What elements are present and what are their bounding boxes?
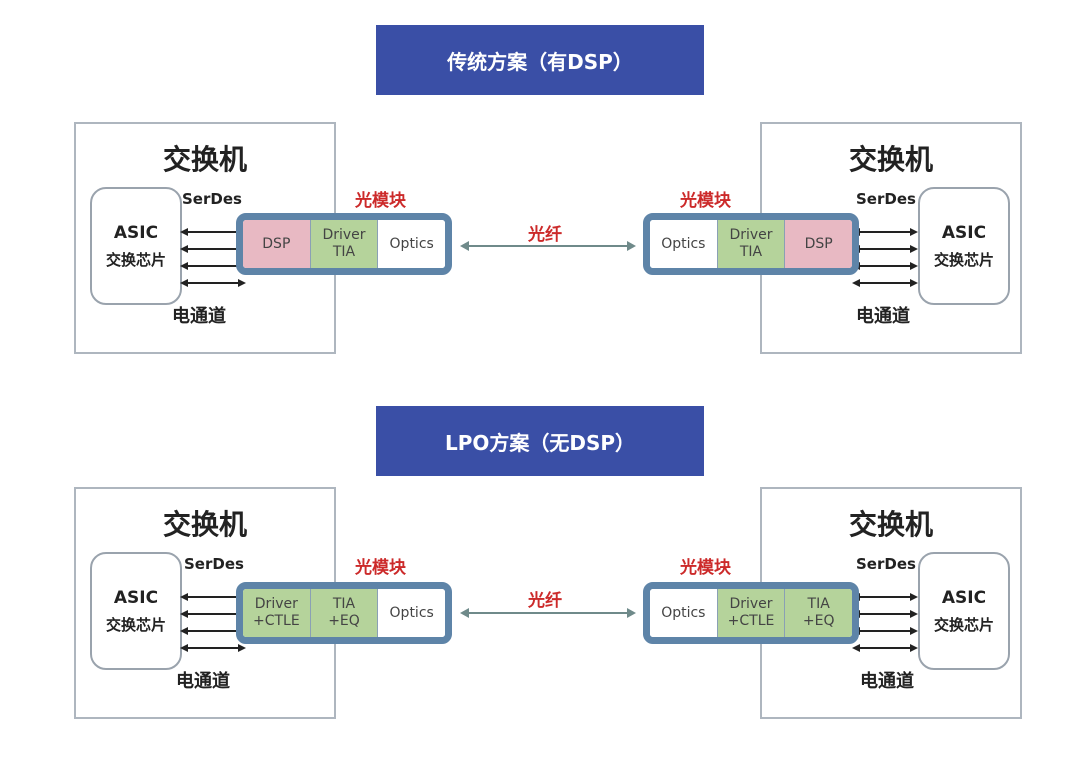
serdes-lanes — [852, 593, 918, 652]
asic-chip: ASIC 交换芯片 — [918, 552, 1010, 670]
module-block-text: TIA — [332, 244, 356, 260]
electrical-channel-label: 电通道 — [172, 306, 226, 327]
optical-module-label: 光模块 — [680, 558, 731, 578]
asic-label: ASIC — [113, 222, 159, 243]
module-block-optics: Optics — [378, 589, 445, 637]
asic-sublabel: 交换芯片 — [105, 250, 166, 269]
electrical-channel-label: 电通道 — [176, 671, 230, 692]
serdes-lane-arrow — [852, 279, 918, 287]
serdes-label: SerDes — [856, 190, 916, 208]
serdes-lane-arrow — [852, 262, 918, 270]
serdes-lane-arrow — [852, 627, 918, 635]
module-block-driver-ctle: Driver+CTLE — [717, 589, 786, 637]
serdes-lane-arrow — [852, 644, 918, 652]
module-block-text: Driver — [729, 227, 773, 243]
module-block-text: TIA — [332, 596, 356, 612]
serdes-lane-arrow — [852, 245, 918, 253]
module-block-text: Optics — [661, 604, 706, 621]
fiber-label: 光纤 — [528, 225, 562, 245]
asic-label: ASIC — [941, 222, 987, 243]
serdes-lane-arrow — [180, 279, 246, 287]
module-block-text: +EQ — [328, 613, 360, 629]
asic-sublabel: 交换芯片 — [933, 615, 994, 634]
arrowhead-right-icon — [627, 608, 636, 618]
asic-chip: ASIC 交换芯片 — [90, 187, 182, 305]
module-block-text: +CTLE — [252, 613, 300, 629]
module-block-text: Driver — [254, 596, 298, 612]
optical-module-label: 光模块 — [355, 558, 406, 578]
serdes-lane-arrow — [180, 644, 246, 652]
optical-module-label: 光模块 — [355, 191, 406, 211]
asic-chip: ASIC 交换芯片 — [90, 552, 182, 670]
asic-sublabel: 交换芯片 — [933, 250, 994, 269]
switch-title: 交换机 — [162, 143, 247, 176]
fiber-link-arrow — [460, 241, 636, 251]
electrical-channel-label: 电通道 — [860, 671, 914, 692]
module-block-text: +EQ — [802, 613, 835, 629]
section-title-lpo: LPO方案（无DSP） — [376, 406, 704, 476]
module-block-text: +CTLE — [727, 613, 775, 629]
module-block-dsp: DSP — [785, 220, 852, 268]
module-block-text: Optics — [389, 604, 434, 621]
module-block-text: Optics — [661, 235, 706, 252]
switch-title: 交换机 — [848, 143, 933, 176]
module-block-tia-eq: TIA+EQ — [310, 589, 379, 637]
module-block-text: Driver — [322, 227, 366, 243]
module-block-text: DSP — [262, 235, 291, 252]
module-block-optics: Optics — [378, 220, 445, 268]
electrical-channel-label: 电通道 — [856, 306, 910, 327]
module-block-text: DSP — [804, 235, 833, 252]
fiber-link-arrow — [460, 608, 636, 618]
serdes-lanes — [852, 228, 918, 287]
section-title-traditional: 传统方案（有DSP） — [376, 25, 704, 95]
serdes-label: SerDes — [184, 555, 244, 573]
asic-chip: ASIC 交换芯片 — [918, 187, 1010, 305]
switch-title: 交换机 — [848, 508, 933, 541]
serdes-lane-arrow — [852, 228, 918, 236]
module-block-dsp: DSP — [243, 220, 311, 268]
switch-title: 交换机 — [162, 508, 247, 541]
module-block-tia-eq: TIA+EQ — [785, 589, 852, 637]
arrowhead-right-icon — [627, 241, 636, 251]
arrowhead-left-icon — [460, 608, 469, 618]
asic-label: ASIC — [113, 587, 159, 608]
asic-sublabel: 交换芯片 — [105, 615, 166, 634]
module-block-optics: Optics — [650, 220, 718, 268]
module-block-text: TIA — [807, 596, 830, 612]
fiber-label: 光纤 — [528, 591, 562, 611]
module-block-driver-ctle: Driver+CTLE — [243, 589, 311, 637]
module-block-text: Optics — [389, 235, 434, 252]
arrowhead-left-icon — [460, 241, 469, 251]
serdes-lane-arrow — [852, 593, 918, 601]
asic-label: ASIC — [941, 587, 987, 608]
module-block-optics: Optics — [650, 589, 718, 637]
serdes-label: SerDes — [182, 190, 242, 208]
module-block-text: Driver — [729, 596, 773, 612]
serdes-lane-arrow — [852, 610, 918, 618]
serdes-label: SerDes — [856, 555, 916, 573]
optical-module-label: 光模块 — [680, 191, 731, 211]
module-block-text: TIA — [739, 244, 763, 260]
